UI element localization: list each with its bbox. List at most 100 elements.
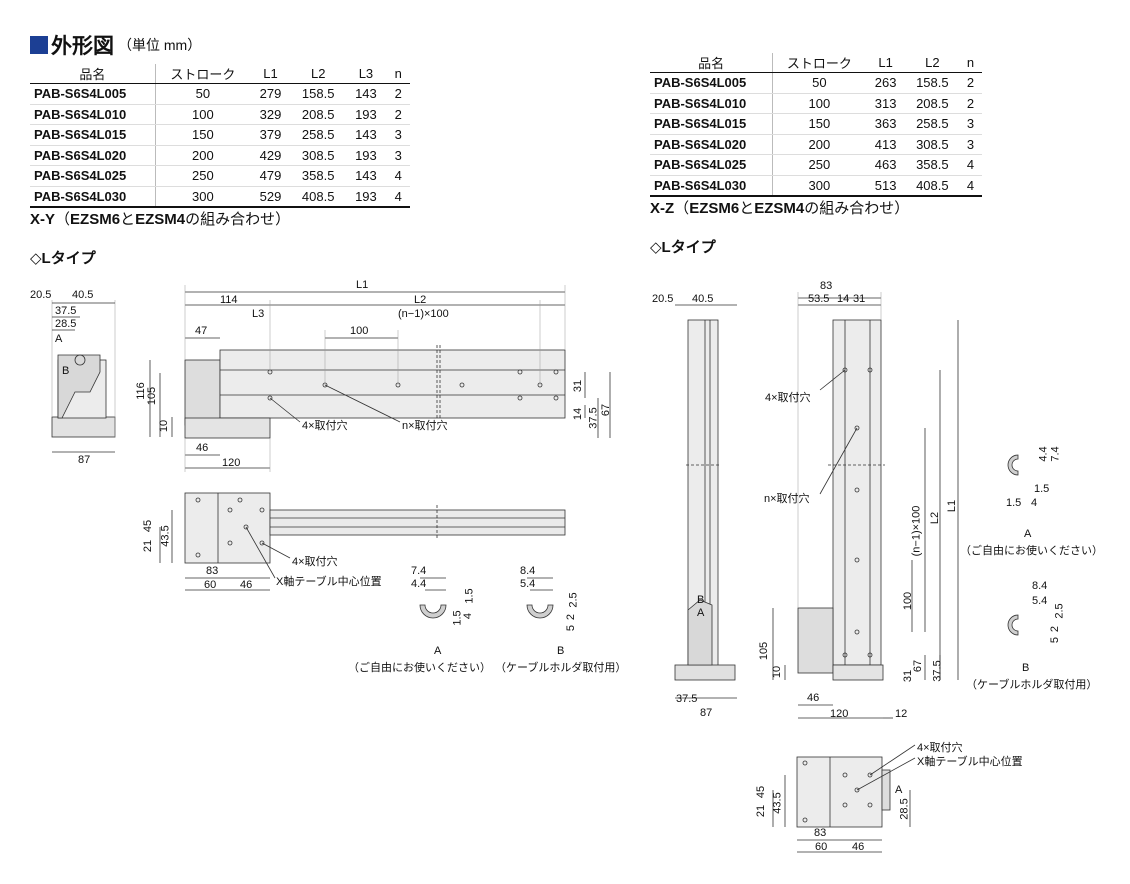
- dim-114: 114: [220, 294, 238, 306]
- xz-top-view: [772, 744, 916, 853]
- dim-21-right: 21: [755, 804, 768, 818]
- dim-5-right: 5: [1049, 636, 1062, 644]
- table-cell: 358.5: [905, 154, 959, 176]
- table-header-cell: 品名: [650, 53, 774, 73]
- dim-83-left: 83: [206, 565, 219, 577]
- cable-holder-left: （ケーブルホルダ取付用）: [495, 662, 627, 674]
- dim-4-left: 4: [462, 612, 475, 620]
- xz-end-view: [674, 304, 737, 699]
- free-use-right: （ご自由にお使いください）: [960, 545, 1103, 557]
- holesn-label-left: n×取付穴: [402, 420, 448, 432]
- table-cell: 379: [249, 124, 292, 146]
- table-header-cell: L1: [865, 53, 906, 73]
- part-number-cell: PAB-S6S4L005: [650, 72, 774, 94]
- dim-31-right-v: 31: [902, 669, 915, 683]
- dim-7-4-right: 7.4: [1049, 446, 1062, 462]
- dim-1-5-left-a: 1.5: [463, 588, 476, 604]
- xy-front-view: [184, 285, 611, 472]
- dim-43-5-right: 43.5: [771, 792, 784, 814]
- part-number-cell: PAB-S6S4L025: [30, 165, 156, 187]
- table-cell: 250: [772, 154, 866, 176]
- xcenter-label-left: X軸テーブル中心位置: [276, 576, 382, 588]
- table-cell: 208.5: [905, 93, 959, 114]
- xy-end-view: [51, 300, 173, 453]
- table-cell: 150: [155, 124, 250, 146]
- table-cell: 3: [386, 124, 410, 146]
- xz-front-view: [772, 292, 959, 719]
- dim-120-left: 120: [222, 457, 241, 469]
- dim-1-5-right-a: 1.5: [1034, 483, 1050, 495]
- xy-details: [419, 577, 554, 619]
- table-cell: 479: [249, 165, 292, 187]
- dim-46-right: 46: [807, 692, 820, 704]
- dim-67-left: 67: [600, 403, 613, 417]
- label-a-right: A: [697, 607, 705, 619]
- dim-2-left: 2: [565, 613, 578, 621]
- part-number-cell: PAB-S6S4L025: [650, 154, 774, 176]
- dim-87-right: 87: [700, 707, 713, 719]
- dim-60-left: 60: [204, 579, 217, 591]
- dim-87-left: 87: [78, 454, 91, 466]
- type-heading-right: ◇Lタイプ: [650, 239, 716, 256]
- table-cell: 100: [155, 104, 250, 125]
- dim-4-4-left: 4.4: [411, 578, 427, 590]
- type-heading-left: ◇Lタイプ: [30, 250, 96, 267]
- dim-37-5-left-v: 37.5: [587, 407, 600, 429]
- table-cell: 308.5: [905, 134, 959, 155]
- dim-4-4-right: 4.4: [1037, 446, 1050, 462]
- xz-details: [1007, 454, 1019, 636]
- table-cell: 263: [865, 72, 906, 94]
- table-cell: 363: [865, 113, 906, 135]
- dim-8-4-right: 8.4: [1032, 580, 1048, 592]
- table-cell: 4: [386, 186, 410, 208]
- dim-L1-right: L1: [946, 499, 959, 513]
- dim-40-5-left: 40.5: [72, 289, 94, 301]
- part-number-cell: PAB-S6S4L015: [650, 113, 774, 135]
- table-cell: 2: [386, 83, 410, 105]
- table-cell: 4: [386, 165, 410, 187]
- table-cell: 3: [958, 134, 982, 155]
- table-header-cell: ストローク: [772, 53, 866, 73]
- part-number-cell: PAB-S6S4L030: [30, 186, 156, 208]
- holes4-label-left: 4×取付穴: [302, 420, 348, 432]
- table-cell: 100: [772, 93, 866, 114]
- dim-37-5-right-v: 37.5: [931, 660, 944, 682]
- table-cell: 358.5: [291, 165, 346, 187]
- detail-b-right: B: [1022, 662, 1030, 674]
- table-cell: 300: [155, 186, 250, 208]
- table-cell: 150: [772, 113, 866, 135]
- table-cell: 50: [155, 83, 250, 105]
- dim-5-4-left: 5.4: [520, 578, 536, 590]
- dim-28-5-right: 28.5: [898, 798, 911, 820]
- dim-47: 47: [195, 325, 208, 337]
- table-cell: 413: [865, 134, 906, 155]
- label-a-left: A: [55, 333, 63, 345]
- dim-L2-right: L2: [929, 511, 942, 525]
- table-cell: 258.5: [905, 113, 959, 135]
- dim-7-4-left: 7.4: [411, 565, 427, 577]
- dim-2-5-left: 2.5: [567, 592, 580, 608]
- table-cell: 200: [155, 145, 250, 166]
- part-number-cell: PAB-S6S4L030: [650, 175, 774, 197]
- title-unit: （単位 mm）: [118, 37, 202, 53]
- detail-b-left: B: [557, 645, 565, 657]
- section-title: 外形図 （単位 mm）: [30, 30, 201, 60]
- dim-1-5-right-b: 1.5: [1006, 497, 1022, 509]
- dim-31-left: 31: [572, 379, 585, 393]
- dim-46-left: 46: [196, 442, 209, 454]
- table-cell: 158.5: [905, 72, 959, 94]
- table-cell: 143: [345, 124, 387, 146]
- dim-37-5-left: 37.5: [55, 305, 77, 317]
- table-header-cell: L3: [345, 64, 387, 84]
- free-use-left: （ご自由にお使いください）: [348, 662, 491, 674]
- xy-top-view: [159, 492, 566, 591]
- holes4-label-right: 4×取付穴: [765, 392, 811, 404]
- dim-10-left: 10: [158, 419, 171, 433]
